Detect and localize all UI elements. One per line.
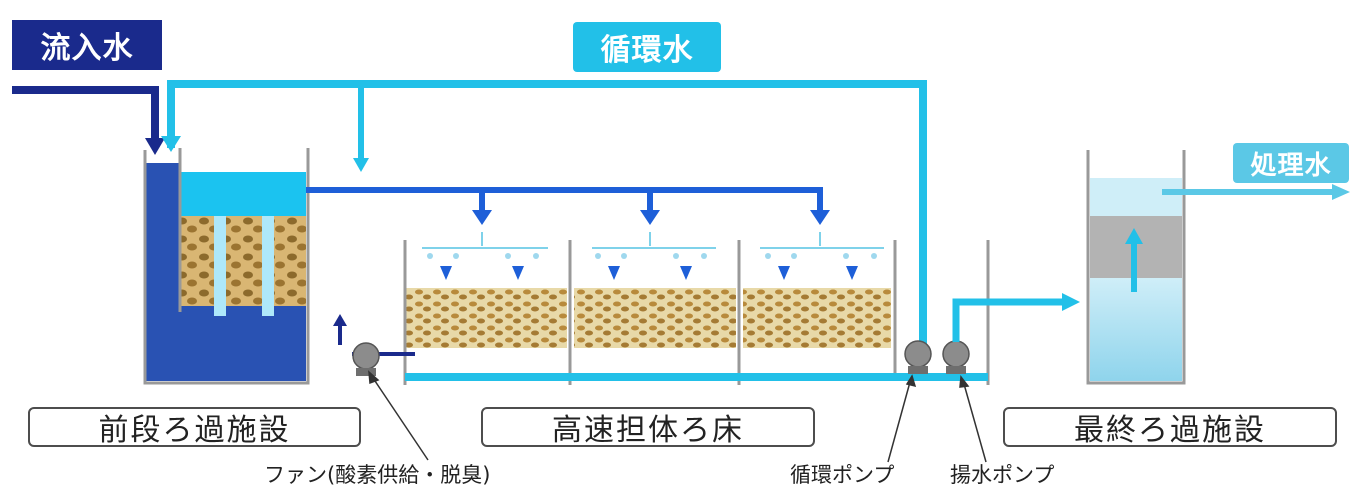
- final-filtration-label: 最終ろ過施設: [1003, 407, 1337, 448]
- pre-filtration-tank: [143, 148, 310, 385]
- final-filtration-tank: [1086, 150, 1350, 385]
- pump-icons: [904, 293, 1080, 374]
- distribution-header: [306, 187, 830, 225]
- pre-filtration-label: 前段ろ過施設: [28, 407, 361, 448]
- lift-pump-callout: 揚水ポンプ: [950, 463, 1055, 487]
- circulation-pump-callout: 循環ポンプ: [790, 463, 895, 487]
- recirculation-line: [161, 80, 927, 345]
- callout-lines: [368, 370, 987, 463]
- high-speed-bed: [403, 232, 990, 385]
- fan-callout: ファン(酸素供給・脱臭): [264, 463, 491, 487]
- influent-line: [12, 86, 165, 155]
- treated-water-tag: 処理水: [1233, 143, 1349, 183]
- fan-icon: [333, 314, 415, 376]
- influent-tag: 流入水: [12, 20, 162, 70]
- recirculation-tag: 循環水: [573, 22, 721, 72]
- high-speed-bed-label: 高速担体ろ床: [481, 407, 815, 448]
